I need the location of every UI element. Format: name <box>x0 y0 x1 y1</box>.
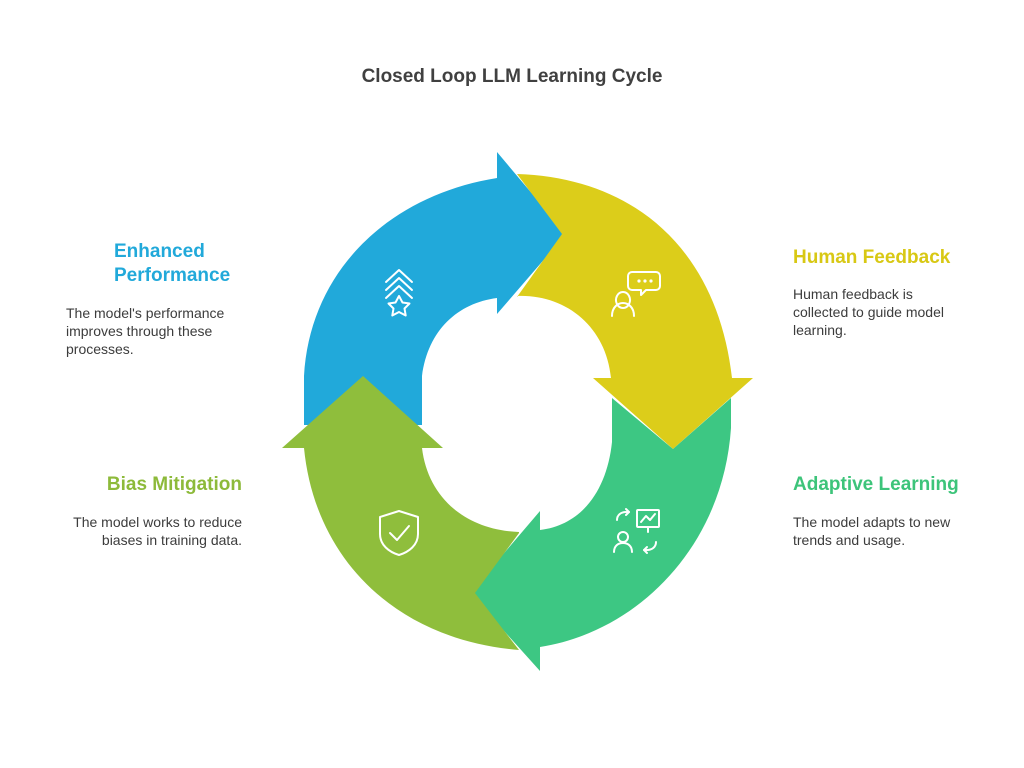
person-speech-bubble-icon <box>611 271 661 317</box>
adaptive-learning-description: The model adapts to new trends and usage… <box>793 513 993 549</box>
enhanced-performance-title: Enhanced Performance <box>114 240 286 288</box>
segment-enhanced-performance <box>304 152 566 425</box>
enhanced-performance-label: Enhanced Performance The model's perform… <box>66 240 286 358</box>
adaptive-learning-title: Adaptive Learning <box>793 474 959 495</box>
human-desc-line3: learning. <box>793 322 847 338</box>
enhanced-title-line2: Performance <box>114 265 231 286</box>
human-feedback-label: Human Feedback Human feedback is collect… <box>793 246 993 339</box>
human-feedback-title: Human Feedback <box>793 247 951 268</box>
person-chart-arrows-icon <box>613 508 660 554</box>
enhanced-title-line1: Enhanced <box>114 241 205 262</box>
segment-adaptive-learning <box>470 398 731 671</box>
enhanced-desc-line1: The model's performance <box>66 305 225 321</box>
enhanced-desc-line3: processes. <box>66 341 134 357</box>
human-desc-line1: Human feedback is <box>793 286 913 302</box>
human-desc-line2: collected to guide model <box>793 304 944 320</box>
enhanced-performance-description: The model's performance improves through… <box>66 304 286 358</box>
enhanced-desc-line2: improves through these <box>66 323 213 339</box>
segment-human-feedback <box>517 174 753 449</box>
bias-desc-line1: The model works to reduce <box>73 514 242 530</box>
bias-mitigation-label: Bias Mitigation The model works to reduc… <box>40 473 242 549</box>
human-feedback-description: Human feedback is collected to guide mod… <box>793 285 993 339</box>
bias-mitigation-description: The model works to reduce biases in trai… <box>40 513 242 549</box>
adaptive-learning-label: Adaptive Learning The model adapts to ne… <box>793 473 993 549</box>
bias-desc-line2: biases in training data. <box>101 532 242 548</box>
adaptive-desc-line2: trends and usage. <box>793 532 906 548</box>
segment-bias-mitigation <box>282 376 519 650</box>
adaptive-desc-line1: The model adapts to new <box>793 514 951 530</box>
shield-check-icon <box>379 510 419 556</box>
diagram-title: Closed Loop LLM Learning Cycle <box>361 66 663 87</box>
chevrons-up-star-icon <box>385 269 413 317</box>
bias-mitigation-title: Bias Mitigation <box>106 474 242 495</box>
